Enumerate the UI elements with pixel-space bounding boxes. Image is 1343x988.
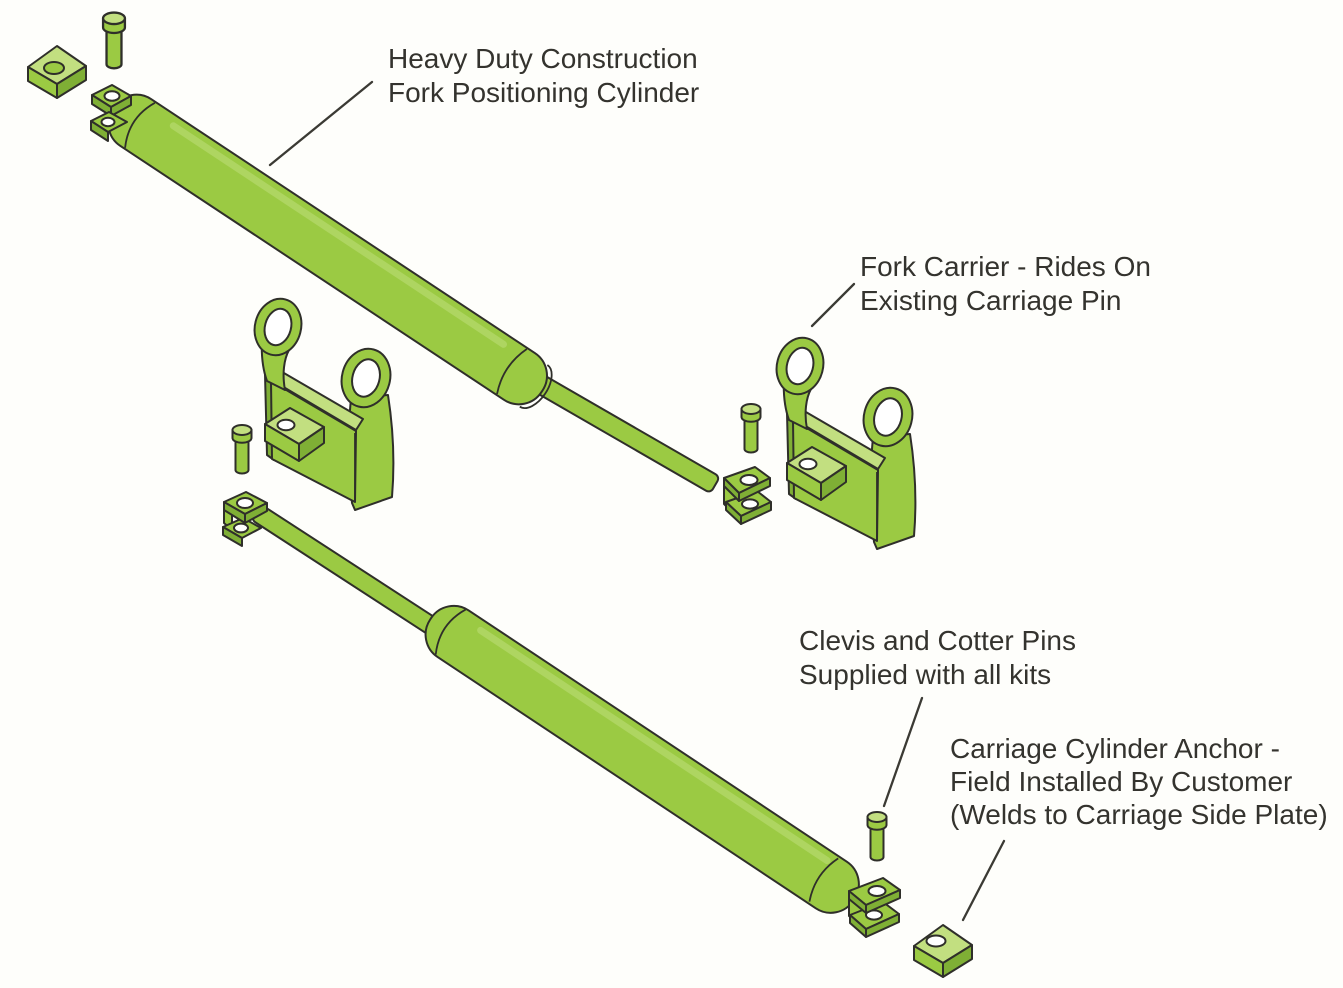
callout-pins-line1: Clevis and Cotter Pins [799, 625, 1076, 656]
fork-carrier-left [247, 292, 398, 511]
callout-anchor-line1: Carriage Cylinder Anchor - [950, 733, 1280, 764]
barrel-end-clevis [848, 877, 901, 938]
callout-anchor: Carriage Cylinder Anchor - Field Install… [950, 733, 1328, 830]
fork-positioning-cylinder-upper [90, 84, 772, 525]
leader-cylinder [268, 80, 374, 167]
cylinder-barrel [107, 93, 548, 406]
clevis-pin-top-left [101, 11, 127, 70]
rod-end-clevis [723, 466, 772, 525]
fork-carrier-right [769, 331, 920, 550]
callout-pins: Clevis and Cotter Pins Supplied with all… [799, 625, 1076, 690]
clevis-pin-bottom [866, 811, 888, 862]
callout-cylinder-line2: Fork Positioning Cylinder [388, 77, 699, 108]
leader-anchor [961, 839, 1006, 922]
callout-cylinder-line1: Heavy Duty Construction [388, 43, 698, 74]
fork-positioning-cylinder-lower [222, 491, 901, 938]
callout-fork-carrier: Fork Carrier - Rides On Existing Carriag… [860, 251, 1151, 316]
carriage-cylinder-anchor-top-left [27, 45, 87, 99]
piston-rod [534, 375, 720, 493]
clevis-pin-right-carrier [740, 403, 762, 454]
clevis-pin-left-carrier [231, 424, 253, 475]
base-end-clevis [90, 84, 132, 142]
callout-fork-carrier-line1: Fork Carrier - Rides On [860, 251, 1151, 282]
callout-anchor-line2: Field Installed By Customer [950, 766, 1292, 797]
piston-rod [252, 505, 441, 636]
callout-pins-line2: Supplied with all kits [799, 659, 1051, 690]
rod-end-clevis [222, 491, 268, 547]
carriage-cylinder-anchor-bottom [913, 924, 973, 978]
callout-cylinder: Heavy Duty Construction Fork Positioning… [388, 43, 699, 108]
leader-fork-carrier [810, 282, 856, 328]
callout-fork-carrier-line2: Existing Carriage Pin [860, 285, 1121, 316]
leader-pins [882, 696, 924, 808]
callout-anchor-line3: (Welds to Carriage Side Plate) [950, 799, 1328, 830]
